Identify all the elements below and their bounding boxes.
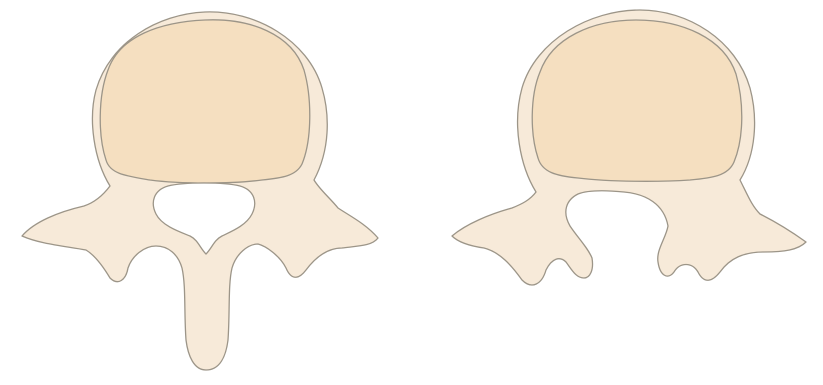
normal-vertebral-body	[100, 20, 310, 183]
open-arch-vertebral-body	[532, 20, 742, 181]
open-arch-vertebra	[452, 10, 806, 285]
normal-vertebra	[22, 12, 378, 370]
